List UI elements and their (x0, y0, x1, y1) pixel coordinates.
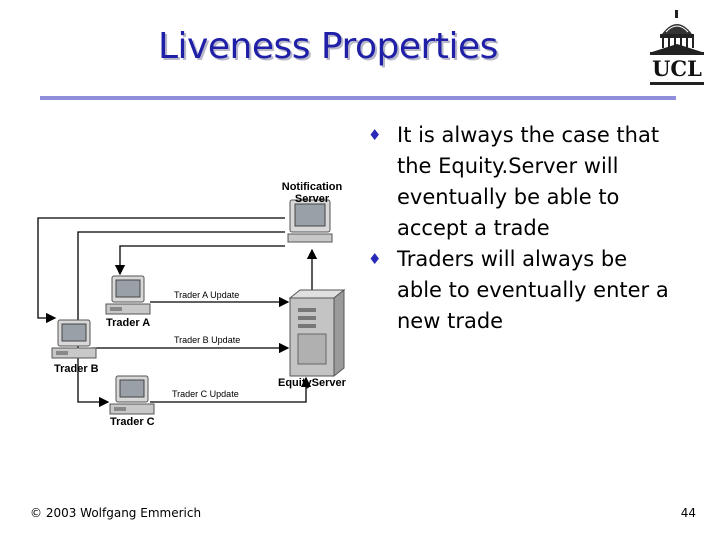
bullet-item: ♦ It is always the case that the Equity.… (368, 120, 678, 244)
trader-a-update-label: Trader A Update (174, 290, 240, 300)
bullet-text: Traders will always be able to eventuall… (397, 247, 669, 333)
diamond-bullet-icon: ♦ (368, 126, 382, 144)
notify-trader-a-arrow (114, 245, 285, 276)
trader-a-label: Trader A (106, 317, 151, 329)
diagram-lines (37, 199, 346, 415)
trader-b-update-label: Trader B Update (174, 335, 241, 345)
notify-trader-b-arrow (37, 217, 285, 324)
notification-server-label: Notification Server (281, 181, 343, 205)
trader-c-update-label: Trader C Update (172, 389, 239, 399)
equity-server-icon (288, 288, 346, 378)
footer-copyright: © 2003 Wolfgang Emmerich (30, 506, 202, 520)
notify-trader-c-arrow (77, 231, 285, 408)
ucl-dome-icon (650, 10, 704, 85)
bullet-text: It is always the case that the Equity.Se… (397, 123, 660, 240)
architecture-diagram: Notification Server EquityServer Trader … (0, 170, 360, 440)
trader-b-computer-icon (51, 319, 97, 359)
diamond-bullet-icon: ♦ (368, 250, 382, 268)
trader-a-computer-icon (105, 275, 151, 315)
trader-b-label: Trader B (54, 363, 99, 375)
bullet-item: ♦ Traders will always be able to eventua… (368, 244, 678, 337)
trader-c-label: Trader C (110, 416, 155, 428)
title-divider (40, 96, 676, 100)
trader-c-computer-icon (109, 375, 155, 415)
equity-server-label: EquityServer (278, 377, 346, 389)
notification-server-icon (287, 199, 333, 243)
ucl-logo: UCL (644, 8, 710, 92)
logo-text: UCL (652, 56, 702, 81)
bullet-list: ♦ It is always the case that the Equity.… (368, 120, 678, 337)
trader-c-update-arrow (150, 376, 312, 403)
slide-title: Liveness Properties (158, 26, 498, 67)
page-number: 44 (680, 506, 696, 520)
